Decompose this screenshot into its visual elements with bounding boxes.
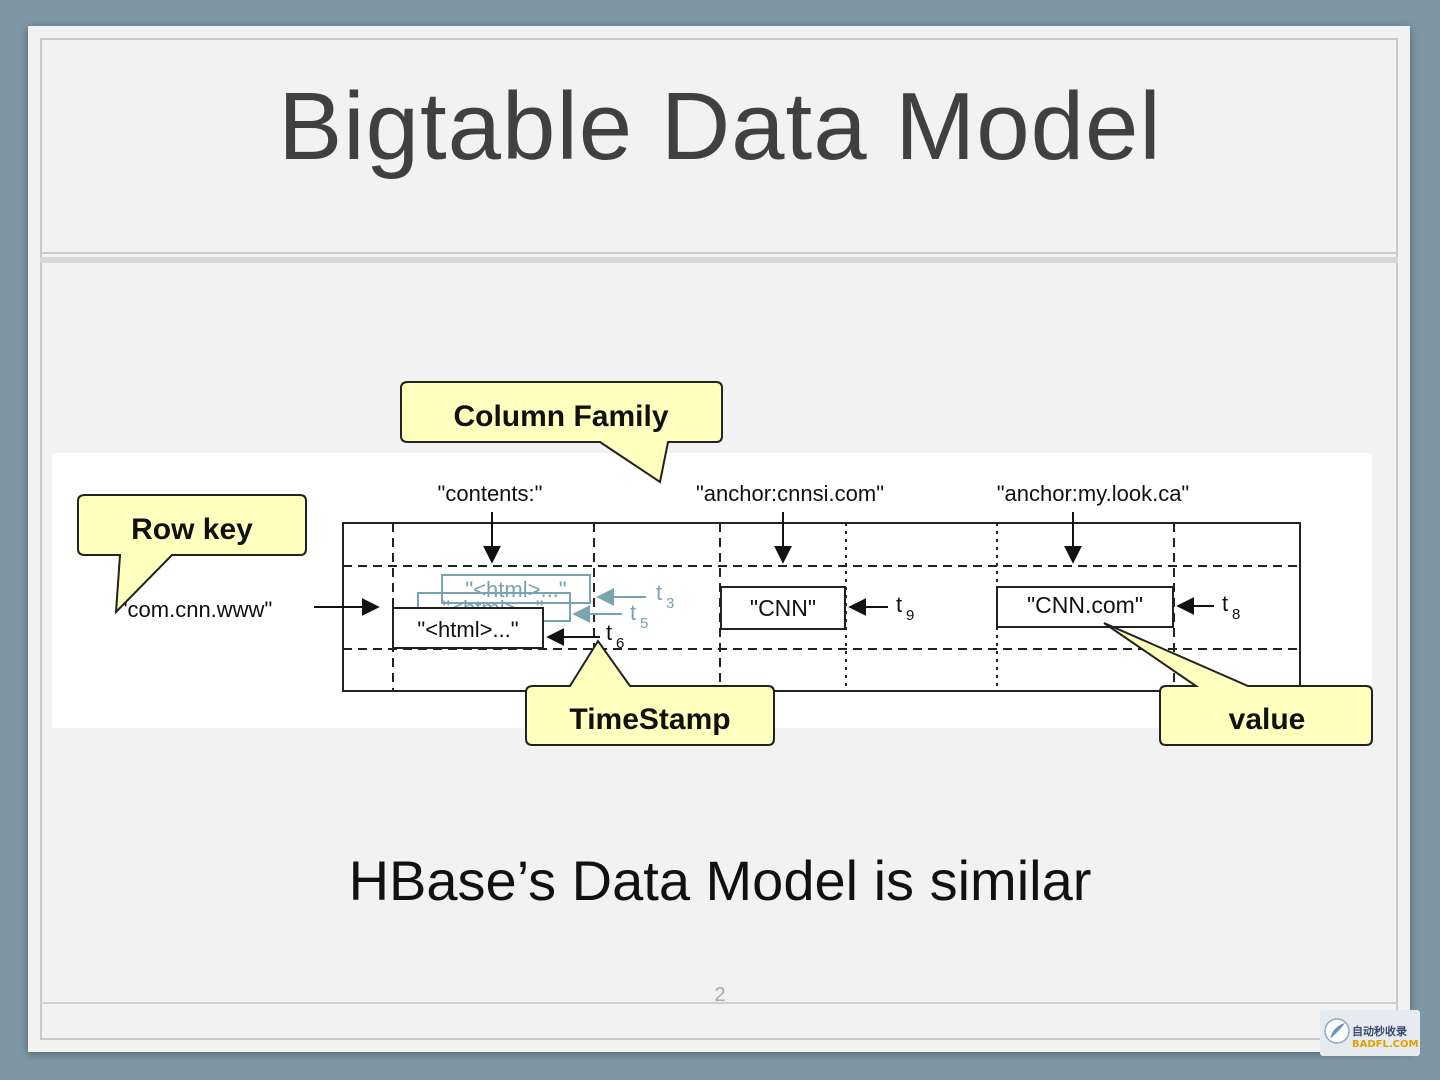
slide-title: Bigtable Data Model <box>278 73 1162 180</box>
footer-separator <box>40 1002 1398 1004</box>
cell-anchor-cnnsi-value: "CNN" <box>750 595 816 621</box>
slide-subtitle: HBase’s Data Model is similar <box>348 849 1092 912</box>
timestamp-t3-sub: 3 <box>666 595 674 612</box>
contents-version-t6-text: "<html>..." <box>417 617 518 642</box>
column-header-anchor-cnnsi: "anchor:cnnsi.com" <box>696 481 884 506</box>
timestamp-t9: t <box>896 592 902 617</box>
watermark-badge: 自动秒收录 BADFL.COM <box>1320 1010 1420 1056</box>
callout-column-family-label: Column Family <box>453 400 668 433</box>
column-header-anchor-mylook: "anchor:my.look.ca" <box>997 481 1190 506</box>
slide-frame <box>40 38 1398 1040</box>
callout-timestamp-label: TimeStamp <box>569 703 730 736</box>
contents-version-t3-text: "<html>..." <box>465 577 566 602</box>
timestamp-t6-sub: 6 <box>616 635 624 652</box>
title-separator <box>40 252 1398 254</box>
contents-version-t6: "<html>..." t 6 <box>392 607 624 652</box>
contents-version-t3: "<html>..." t 3 <box>441 574 674 612</box>
callout-column-family: Column Family <box>400 381 723 484</box>
callout-timestamp: TimeStamp <box>525 639 775 746</box>
timestamp-t9-sub: 9 <box>906 607 914 624</box>
callout-value: value <box>1103 622 1373 746</box>
cell-anchor-mylook-value: "CNN.com" <box>1027 592 1143 618</box>
callout-row-key: Row key <box>77 494 307 615</box>
page-number: 2 <box>714 984 726 1006</box>
timestamp-t6: t <box>606 620 612 645</box>
timestamp-t8: t <box>1222 591 1228 616</box>
feather-logo-icon <box>1324 1018 1350 1044</box>
row-key-value: "com.cnn.www" <box>120 597 273 622</box>
title-separator-band <box>40 257 1398 263</box>
cell-anchor-cnnsi: "CNN" t 9 <box>720 586 914 630</box>
watermark-cn-text: 自动秒收录 <box>1352 1025 1407 1038</box>
column-header-contents: "contents:" <box>438 481 543 506</box>
callout-row-key-label: Row key <box>131 513 253 546</box>
cell-anchor-mylook: "CNN.com" t 8 <box>996 586 1240 628</box>
timestamp-t3: t <box>656 580 662 605</box>
timestamp-t5: t <box>630 600 636 625</box>
watermark-en-text: BADFL.COM <box>1352 1039 1419 1050</box>
timestamp-t8-sub: 8 <box>1232 606 1240 623</box>
callout-value-label: value <box>1229 703 1306 736</box>
timestamp-t5-sub: 5 <box>640 615 648 632</box>
